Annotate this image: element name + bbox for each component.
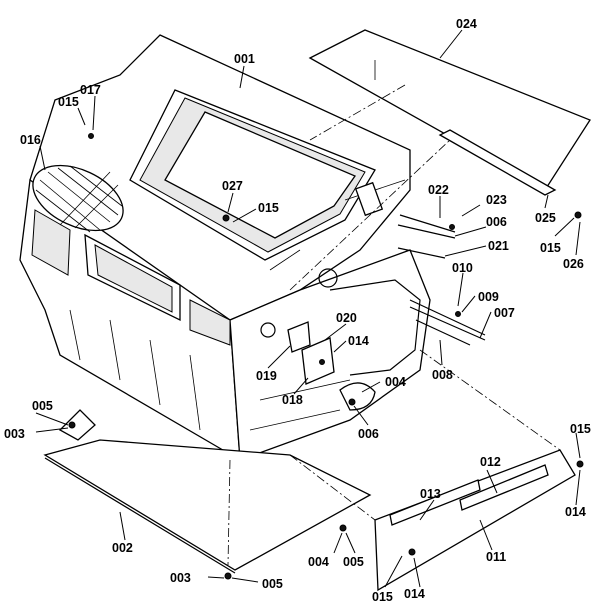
bottom-pan bbox=[43, 409, 372, 574]
callout-004: 004 bbox=[385, 375, 406, 389]
callout-014: 014 bbox=[404, 587, 425, 601]
callout-022: 022 bbox=[428, 183, 449, 197]
fan-guard bbox=[32, 164, 124, 233]
callout-013: 013 bbox=[420, 487, 441, 501]
callout-005: 005 bbox=[32, 399, 53, 413]
callout-005: 005 bbox=[343, 555, 364, 569]
callout-012: 012 bbox=[480, 455, 501, 469]
callout-015: 015 bbox=[258, 201, 279, 215]
callout-019: 019 bbox=[256, 369, 277, 383]
leader-lines bbox=[35, 29, 581, 588]
callout-017: 017 bbox=[80, 83, 101, 97]
callout-010: 010 bbox=[452, 261, 473, 275]
callout-016: 016 bbox=[20, 133, 41, 147]
callout-006: 006 bbox=[358, 427, 379, 441]
callout-007: 007 bbox=[494, 306, 515, 320]
callout-015: 015 bbox=[570, 422, 591, 436]
callout-003: 003 bbox=[170, 571, 191, 585]
callout-020: 020 bbox=[336, 311, 357, 325]
callout-006: 006 bbox=[486, 215, 507, 229]
callout-009: 009 bbox=[478, 290, 499, 304]
callout-021: 021 bbox=[488, 239, 509, 253]
callout-024: 024 bbox=[456, 17, 477, 31]
callout-015: 015 bbox=[58, 95, 79, 109]
callout-003: 003 bbox=[4, 427, 25, 441]
callout-014: 014 bbox=[348, 334, 369, 348]
trim-strips bbox=[397, 129, 557, 346]
assembly-lines bbox=[227, 139, 561, 566]
callout-001: 001 bbox=[234, 52, 255, 66]
callout-025: 025 bbox=[535, 211, 556, 225]
callout-023: 023 bbox=[486, 193, 507, 207]
callout-008: 008 bbox=[432, 368, 453, 382]
callout-004: 004 bbox=[308, 555, 329, 569]
side-plate bbox=[374, 449, 576, 592]
callout-026: 026 bbox=[563, 257, 584, 271]
hardware bbox=[68, 133, 584, 580]
callout-011: 011 bbox=[486, 550, 506, 564]
callout-015: 015 bbox=[540, 241, 561, 255]
callout-005: 005 bbox=[262, 577, 283, 591]
callout-015: 015 bbox=[372, 590, 393, 604]
callout-002: 002 bbox=[112, 541, 133, 555]
callout-labels: 001 002 003 003 004 004 005 005 005 006 … bbox=[4, 17, 591, 604]
callout-014: 014 bbox=[565, 505, 586, 519]
callout-027: 027 bbox=[222, 179, 243, 193]
callout-018: 018 bbox=[282, 393, 303, 407]
